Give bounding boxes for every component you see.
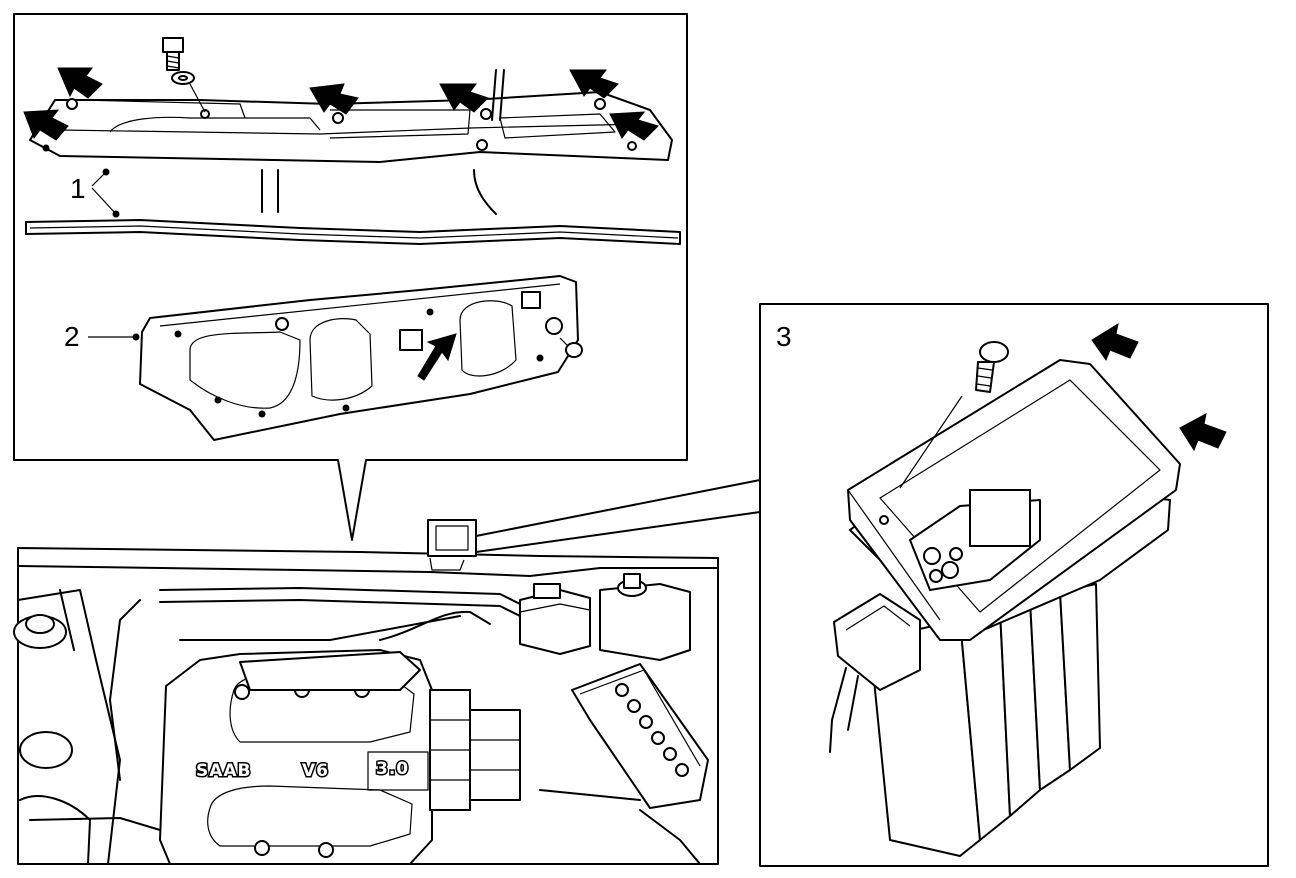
intake-assembly [239, 610, 641, 811]
engine-displacement-label: 3.0 [376, 759, 409, 779]
bracket-arrow-icon [417, 333, 457, 381]
leader-line-upper [475, 479, 761, 537]
callout-1: 1 [70, 168, 120, 218]
top-detail-panel: 1 2 [13, 13, 688, 541]
engine-brand-label: SAAB [196, 761, 252, 781]
detail-panel-3: 3 [759, 303, 1269, 867]
seal-strip [25, 219, 681, 245]
pull-arrow-icon-lower [1179, 413, 1227, 452]
engine-bay: SAAB V6 3.0 [13, 519, 719, 865]
reservoirs [519, 573, 691, 661]
battery [571, 663, 709, 809]
bolt-icon [162, 37, 206, 113]
pull-arrow-icon-upper [1091, 322, 1139, 362]
callout-2: 2 [64, 321, 140, 352]
cowl-panel [29, 69, 673, 215]
callout-2-label: 2 [64, 321, 80, 352]
callout-3-label: 3 [776, 321, 792, 352]
engine-model-label: V6 [302, 761, 329, 781]
strut-tower [13, 589, 121, 865]
callout-1-label: 1 [70, 173, 86, 204]
control-module [829, 322, 1227, 857]
removal-arrow-icons [23, 67, 659, 141]
bracket-plate [139, 275, 583, 441]
leader-line-lower [475, 511, 761, 553]
